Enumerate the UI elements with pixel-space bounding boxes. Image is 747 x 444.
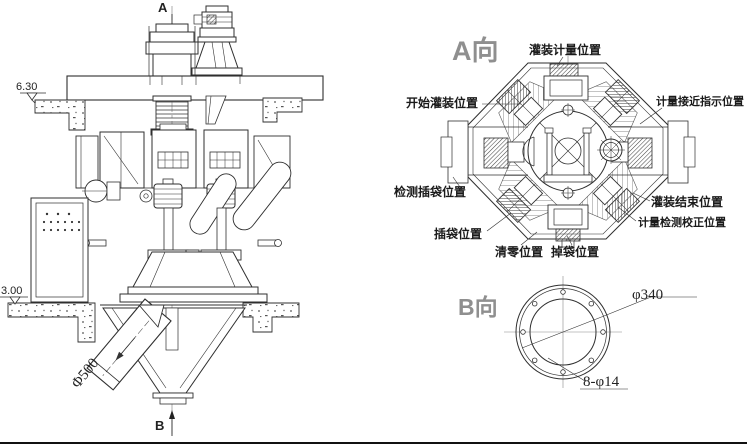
lower-floor-slab-right bbox=[242, 302, 300, 333]
level-value-lower: 3.00 bbox=[1, 285, 22, 297]
label-detect-bag-insert-position: 检测插袋位置 bbox=[394, 184, 466, 199]
flange-diameter-dimension bbox=[521, 296, 697, 349]
bolt-marker-top bbox=[561, 103, 575, 117]
carousel-hoppers bbox=[75, 123, 291, 189]
lower-floor-slab-left bbox=[7, 302, 96, 343]
cabinet-indicator-dots bbox=[42, 212, 81, 232]
horizontal-station-rails bbox=[440, 120, 696, 184]
label-bag-insert-position: 插袋位置 bbox=[434, 226, 482, 241]
base-pedestal bbox=[119, 249, 268, 303]
label-zero-clear-position: 清零位置 bbox=[495, 244, 543, 259]
upper-floor-slab-right bbox=[262, 97, 303, 123]
central-table bbox=[522, 110, 609, 192]
bolt-holes-leader bbox=[547, 357, 628, 390]
platform-beam bbox=[66, 75, 324, 101]
level-mark-300 bbox=[0, 296, 28, 305]
upper-floor-slab-left bbox=[34, 99, 86, 131]
section-label-a: A bbox=[158, 0, 168, 15]
label-filling-metering-position: 灌装计量位置 bbox=[528, 42, 601, 57]
view-b-title: B向 bbox=[458, 294, 498, 320]
motor-left bbox=[153, 178, 183, 209]
bolt-marker-bottom bbox=[561, 186, 575, 200]
station-top bbox=[543, 63, 589, 101]
inclined-chute bbox=[86, 298, 172, 391]
pulley-hub bbox=[143, 193, 149, 199]
flange-outer-circle bbox=[515, 284, 611, 380]
label-start-filling-position: 开始灌装位置 bbox=[406, 95, 478, 110]
section-label-b: B bbox=[155, 418, 164, 433]
side-wheel bbox=[82, 179, 121, 203]
view-b-drawing bbox=[504, 276, 697, 390]
level-value-upper: 6.30 bbox=[16, 81, 37, 93]
level-mark-630 bbox=[20, 92, 46, 104]
flange-bolt-circle bbox=[519, 288, 607, 376]
view-a-drawing bbox=[440, 56, 696, 252]
top-motor bbox=[191, 5, 243, 76]
section-arrow-b bbox=[169, 410, 175, 436]
station-bottom bbox=[547, 204, 589, 248]
bolt-holes-value: 8-φ14 bbox=[583, 374, 620, 390]
label-bag-drop-position: 掉袋位置 bbox=[551, 244, 599, 259]
bottom-border-line bbox=[0, 442, 747, 444]
control-cabinet bbox=[30, 197, 89, 303]
flange-diameter-value: φ340 bbox=[632, 287, 663, 303]
label-filling-end-position: 灌装结束位置 bbox=[650, 194, 723, 209]
elevation-view bbox=[0, 5, 324, 437]
rotary-union bbox=[145, 23, 199, 77]
belt-housing-right bbox=[232, 161, 292, 231]
label-metering-approach-indicator-position: 计量接近指示位置 bbox=[656, 94, 744, 108]
support-gusset bbox=[205, 95, 227, 125]
bearing-circle bbox=[597, 136, 625, 164]
view-a-title: A向 bbox=[452, 35, 499, 66]
view-a-leaders bbox=[452, 56, 663, 246]
label-metering-check-calibration-position: 计量检测校正位置 bbox=[638, 215, 726, 229]
